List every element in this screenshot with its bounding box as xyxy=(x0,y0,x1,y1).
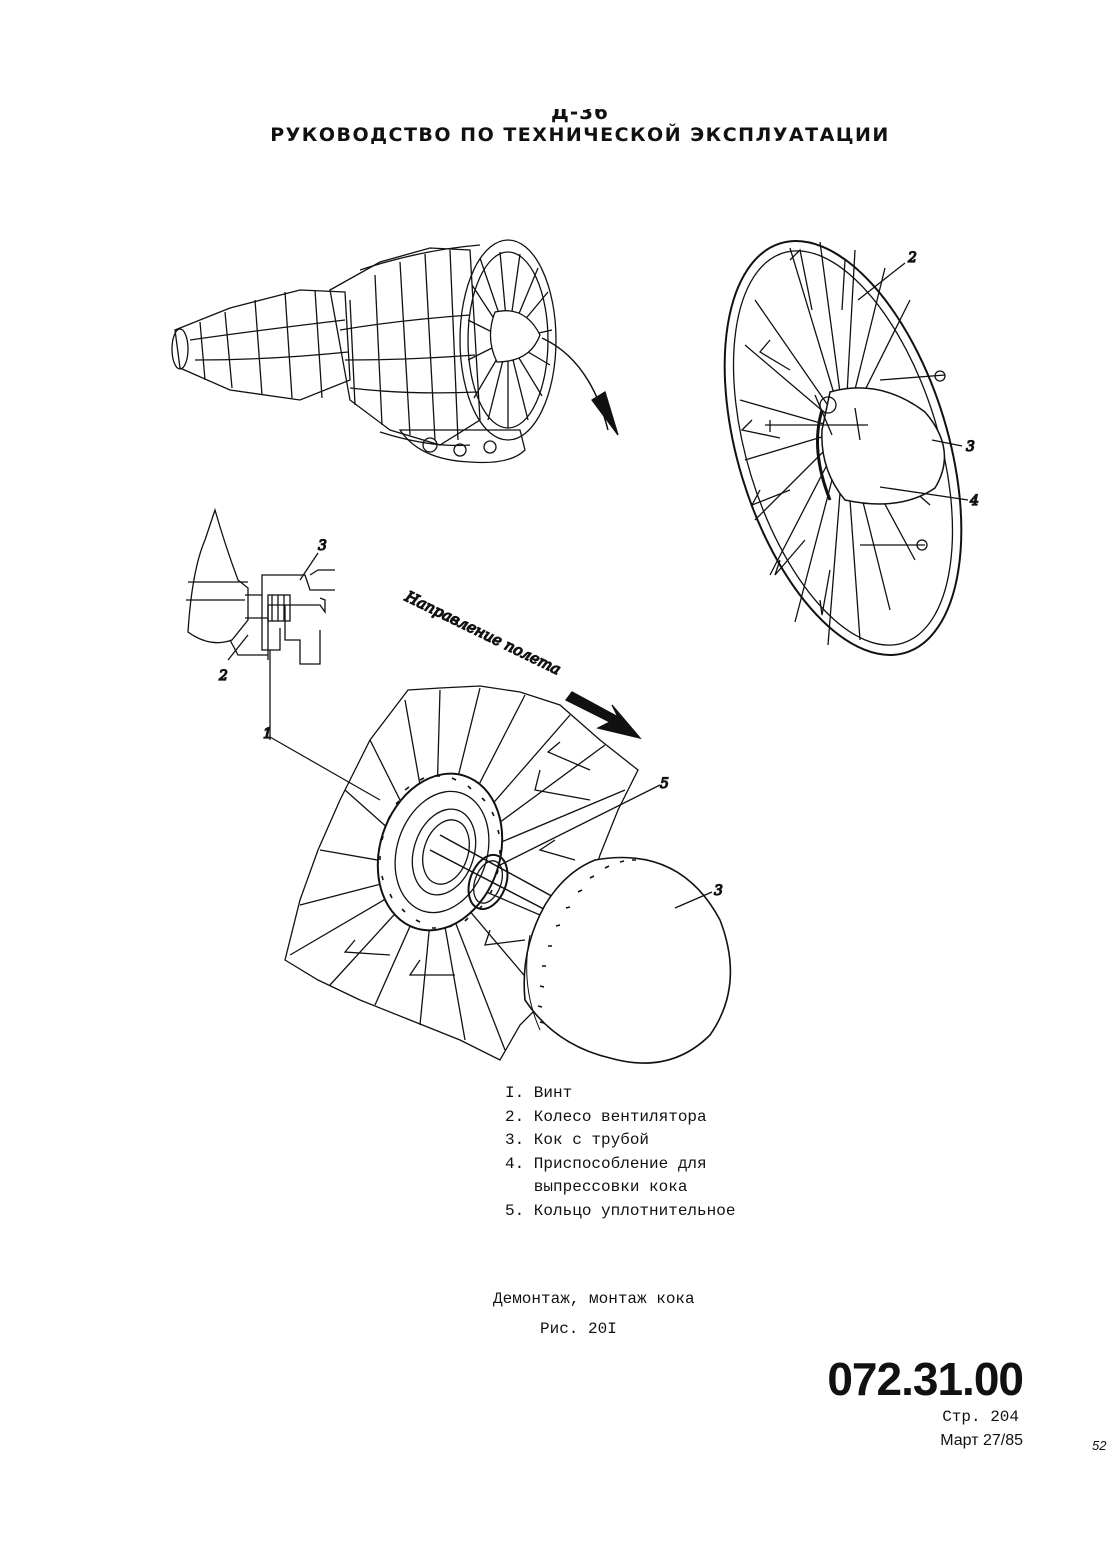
legend-item-1: I. Винт xyxy=(505,1084,573,1102)
callout-2-fan: 2 xyxy=(907,250,917,266)
section-detail xyxy=(186,507,381,801)
figure-caption: Демонтаж, монтаж кока xyxy=(493,1290,695,1308)
callout-4-fan: 4 xyxy=(969,493,979,509)
callout-2-section: 2 xyxy=(218,668,228,684)
legend-item-3: 3. Кок с трубой xyxy=(505,1131,650,1149)
legend: I. Винт 2. Колесо вентилятора 3. Кок с т… xyxy=(505,1082,735,1223)
legend-item-5: 5. Кольцо уплотнительное xyxy=(505,1201,736,1220)
callout-5-exploded: 5 xyxy=(660,776,669,792)
manual-title: РУКОВОДСТВО ПО ТЕХНИЧЕСКОЙ ЭКСПЛУАТАЦИИ xyxy=(270,124,890,146)
fan-wheel-view xyxy=(723,240,969,656)
exploded-view xyxy=(284,685,732,1064)
sheet-number: 52 xyxy=(1092,1438,1107,1453)
callout-3-exploded: 3 xyxy=(714,883,723,899)
revision-date: Март 27/85 xyxy=(940,1432,1023,1449)
legend-item-4-cont: выпрессовки кока xyxy=(505,1178,688,1196)
callout-3-section: 3 xyxy=(318,538,327,554)
legend-item-2: 2. Колесо вентилятора xyxy=(505,1107,707,1126)
document-number: 072.31.00 xyxy=(827,1353,1024,1405)
callout-1-section: 1 xyxy=(263,726,272,742)
engine-illustration xyxy=(171,239,619,464)
page-number: Стр. 204 xyxy=(942,1408,1019,1426)
flight-direction-label: Направление полета xyxy=(401,587,563,679)
callout-3-fan: 3 xyxy=(966,439,975,455)
legend-item-4: 4. Приспособление для xyxy=(505,1154,707,1173)
figure-number: Рис. 20I xyxy=(540,1320,617,1338)
flight-direction-arrow xyxy=(565,691,642,740)
engine-model: Д-36 xyxy=(551,100,609,124)
